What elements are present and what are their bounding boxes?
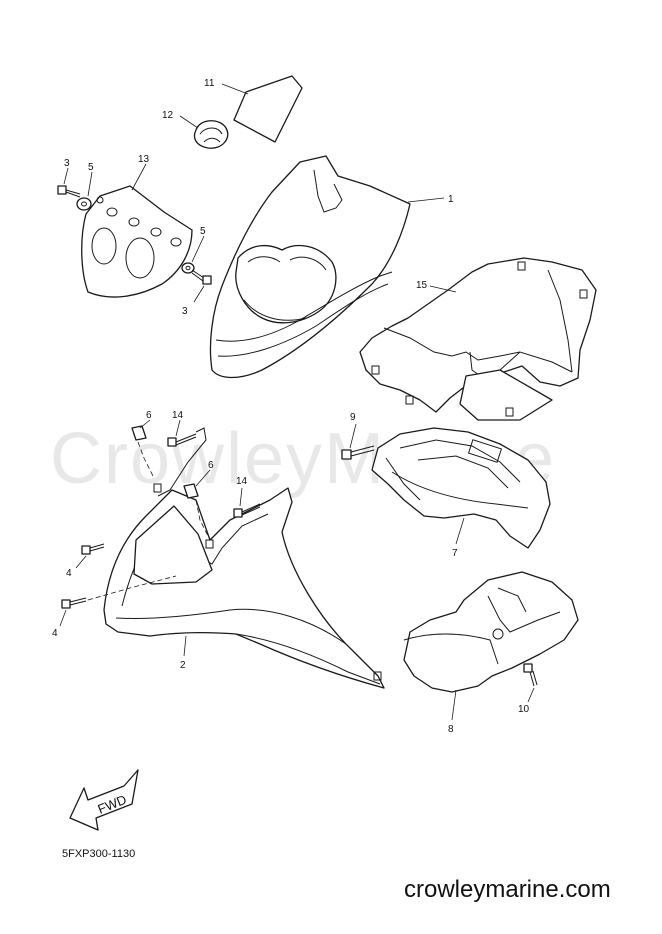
callout-9: 9 — [350, 412, 356, 423]
part-1-front-cover[interactable] — [209, 155, 411, 379]
callout-1: 1 — [448, 194, 454, 205]
part-5-washer-upper[interactable] — [76, 197, 92, 211]
part-14-screw-right[interactable] — [233, 503, 261, 518]
callout-13: 13 — [138, 154, 150, 165]
callout-11: 11 — [204, 78, 215, 89]
site-footer: crowleymarine.com — [404, 876, 611, 903]
callout-7: 7 — [452, 548, 458, 559]
callout-6b: 6 — [208, 460, 214, 471]
callout-12: 12 — [162, 110, 174, 121]
callout-3a: 3 — [64, 158, 70, 169]
callout-4b: 4 — [52, 628, 58, 639]
part-10-screw[interactable] — [523, 663, 538, 687]
part-11-label[interactable] — [233, 75, 303, 143]
part-12-emblem[interactable] — [193, 120, 229, 149]
callout-10: 10 — [518, 704, 530, 715]
part-2-lower-front-cover[interactable] — [103, 483, 385, 689]
part-14-screw-left[interactable] — [167, 433, 197, 447]
callout-3b: 3 — [182, 306, 188, 317]
part-4-screw-lower[interactable] — [61, 597, 87, 609]
callout-5b: 5 — [200, 226, 206, 237]
fwd-arrow-icon: FWD — [69, 769, 139, 831]
part-7-meter-cover[interactable] — [371, 427, 551, 549]
callout-14b: 14 — [236, 476, 248, 487]
part-3-screw-upper[interactable] — [57, 185, 81, 198]
callout-5a: 5 — [88, 162, 94, 173]
callout-6a: 6 — [146, 410, 152, 421]
part-4-screw-upper[interactable] — [81, 543, 105, 555]
callout-2: 2 — [180, 660, 186, 671]
callout-4a: 4 — [66, 568, 72, 579]
drawing-code: 5FXP300-1130 — [62, 848, 136, 860]
part-3-screw-lower[interactable] — [191, 269, 212, 285]
part-9-screw[interactable] — [341, 445, 375, 460]
part-8-lower-meter-cover[interactable] — [403, 571, 579, 693]
part-6-nut-left[interactable] — [131, 425, 147, 441]
part-5-washer-lower[interactable] — [181, 262, 195, 274]
callout-15: 15 — [416, 280, 428, 291]
callout-8: 8 — [448, 724, 454, 735]
part-15-inner-panel[interactable] — [359, 257, 597, 421]
callout-14a: 14 — [172, 410, 184, 421]
part-13-headlight-bracket[interactable] — [81, 185, 193, 298]
part-6-nut-right[interactable] — [183, 483, 199, 499]
